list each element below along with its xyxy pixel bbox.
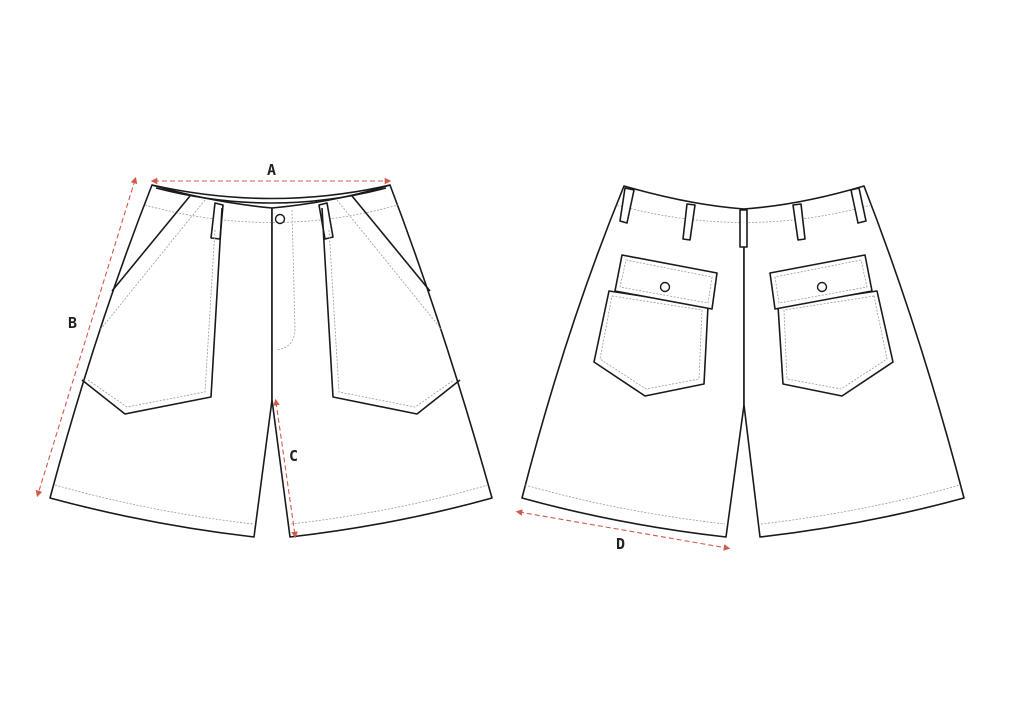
front-left-hem-stitch [54, 484, 254, 525]
front-right-leg [271, 184, 493, 538]
front-view [49, 184, 493, 538]
dimension-a-label: A [267, 161, 276, 179]
back-right-pocket-button [816, 281, 828, 293]
dimension-c-arrow [273, 398, 298, 539]
dimension-d-arrow [515, 509, 731, 551]
front-waistband-top [151, 184, 391, 200]
back-belt-loop-4 [792, 203, 806, 241]
front-fly-stitch [275, 209, 296, 351]
dimension-d-label: D [616, 535, 625, 553]
dimension-b-label: B [68, 314, 77, 332]
front-button [274, 213, 286, 225]
back-belt-loop-5 [850, 187, 867, 224]
dimension-b-arrow [35, 176, 138, 498]
dimension-lines: A B C D [35, 161, 731, 553]
dimension-c-label: C [289, 447, 298, 465]
back-right-hem-stitch [760, 484, 961, 525]
front-waistband-stitch [144, 204, 399, 223]
back-belt-loop-2 [682, 203, 696, 241]
front-waistband-edge [155, 187, 387, 204]
front-right-hem-stitch [290, 484, 489, 525]
front-right-pocket [321, 207, 461, 415]
back-left-pocket-button [659, 281, 671, 293]
back-view [521, 185, 965, 538]
front-left-leg [49, 184, 273, 538]
back-belt-loop-center [739, 209, 748, 248]
front-right-pocket-opening [351, 195, 431, 292]
back-waistband-stitch [616, 204, 872, 223]
back-belt-loop-1 [619, 187, 635, 224]
